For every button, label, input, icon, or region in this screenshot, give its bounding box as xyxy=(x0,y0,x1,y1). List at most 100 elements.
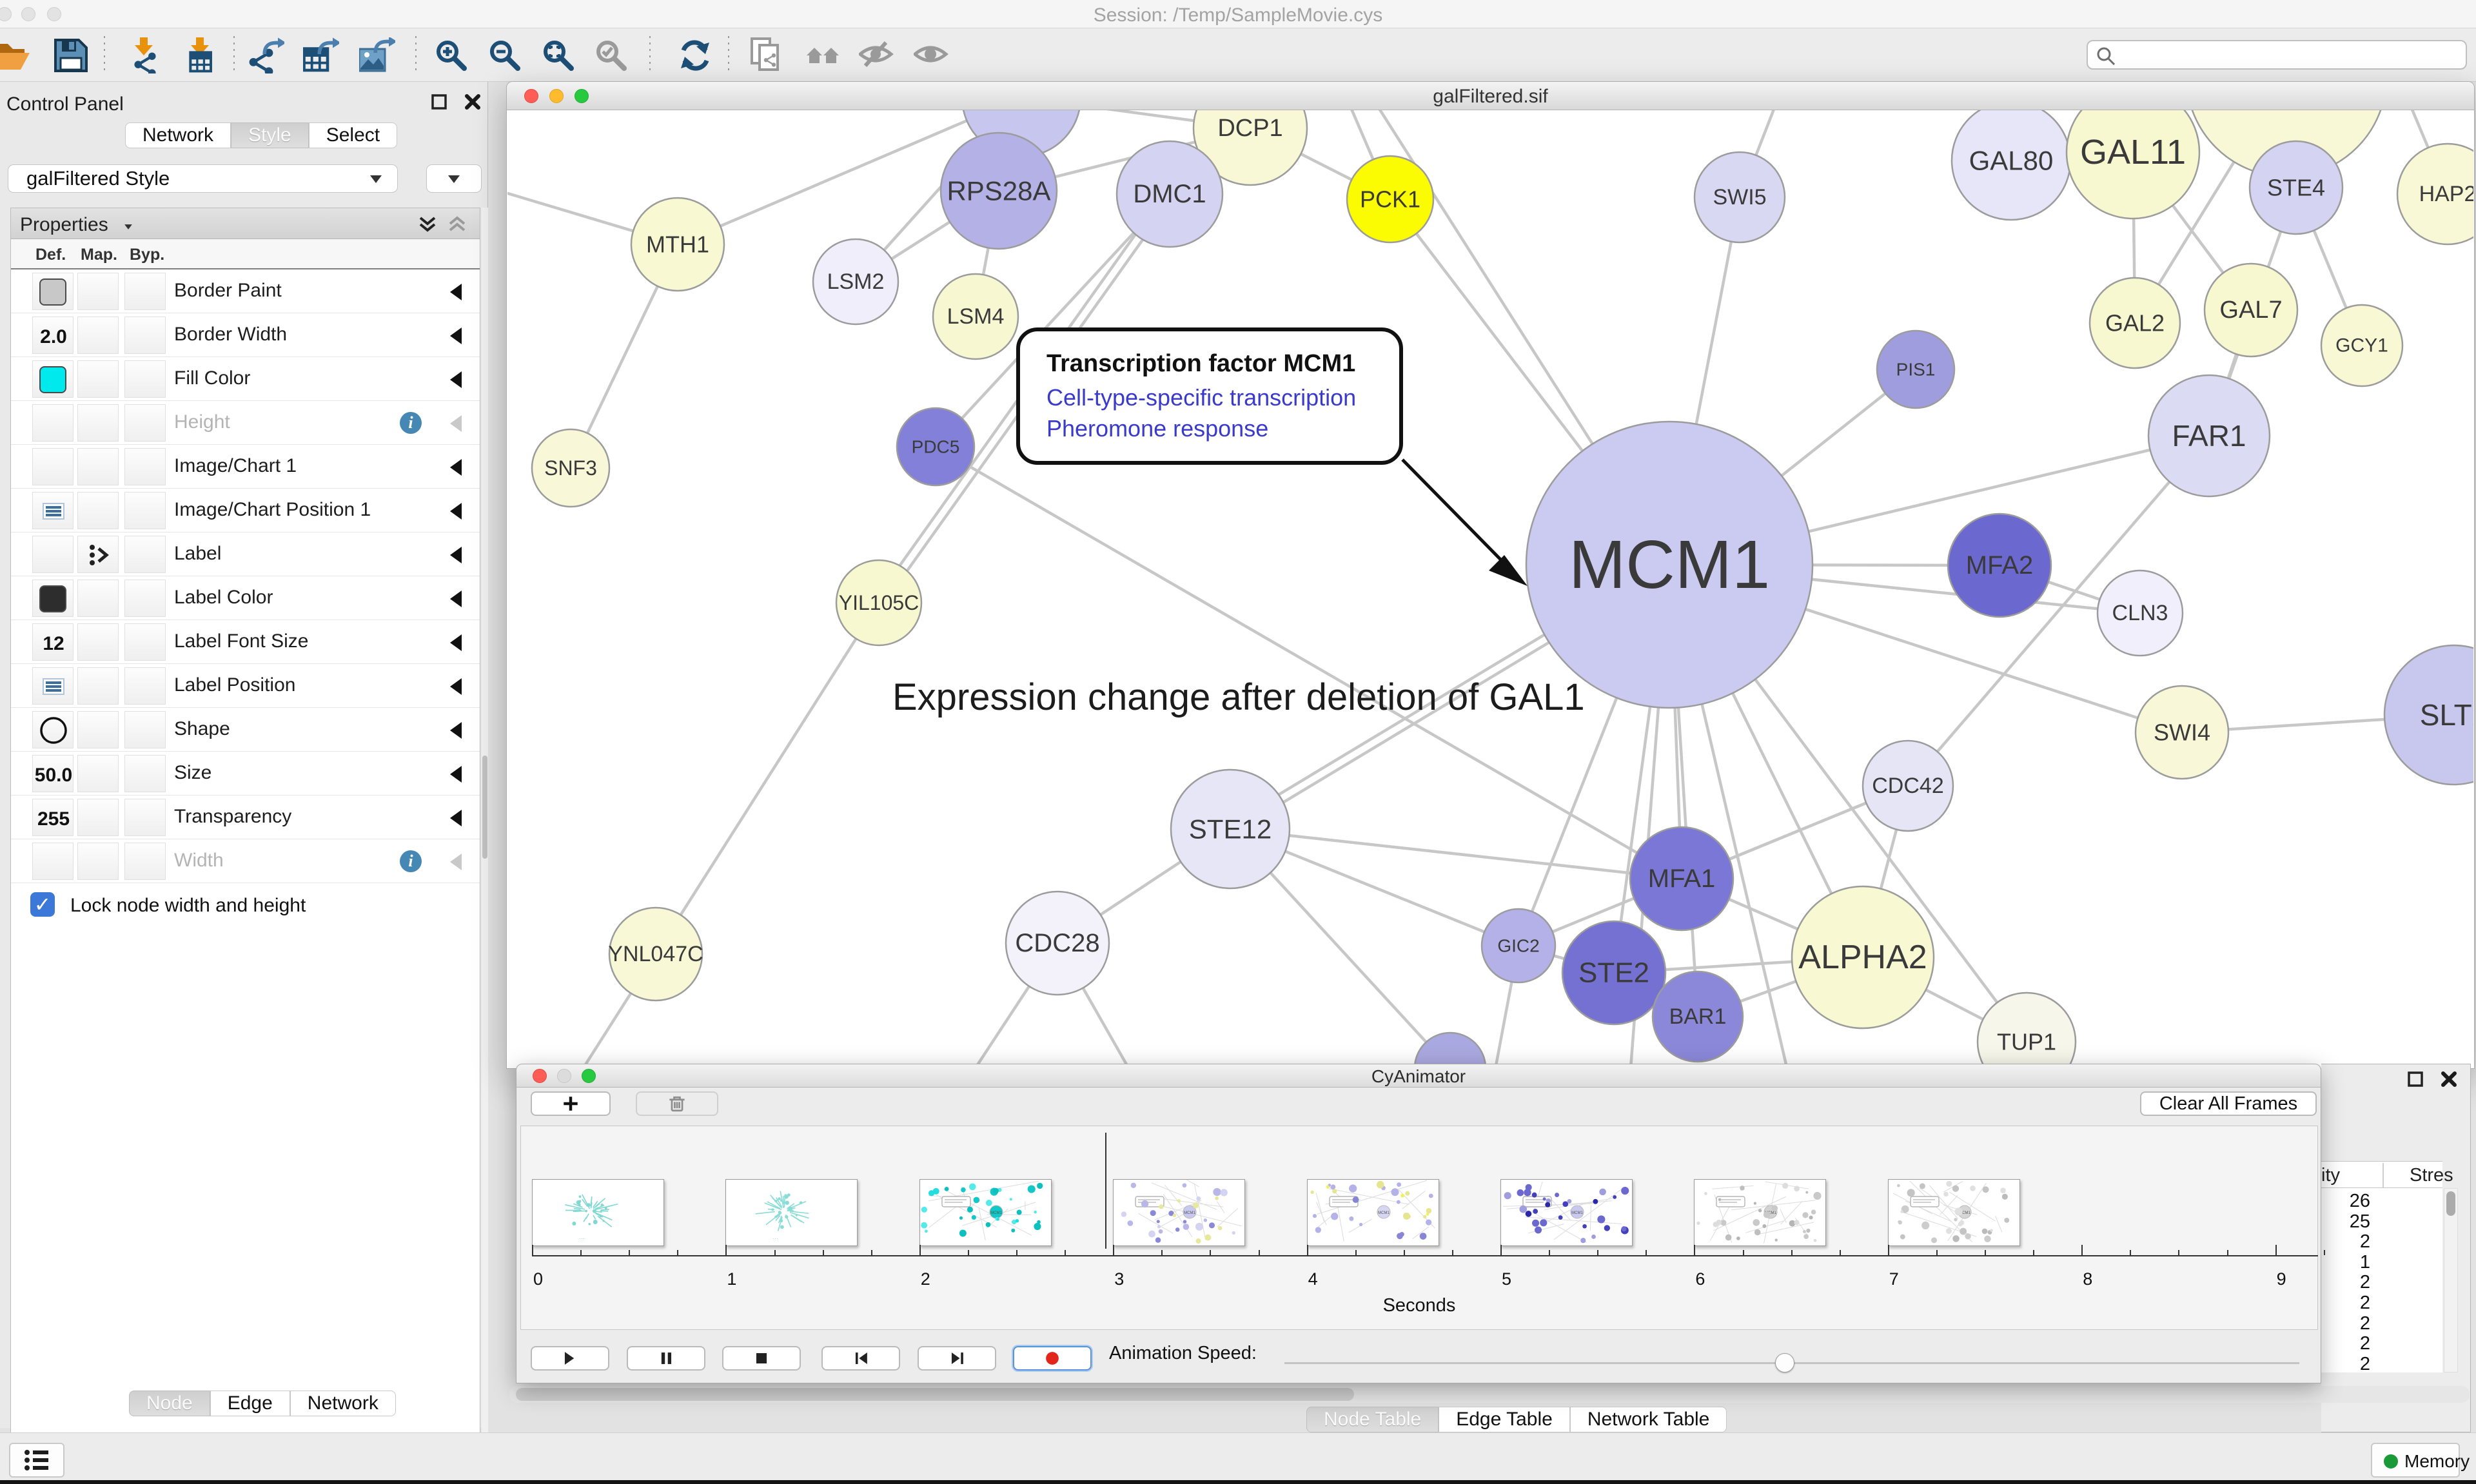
node-STE2[interactable]: STE2 xyxy=(1561,920,1667,1026)
node-MFA1[interactable]: MFA1 xyxy=(1629,826,1734,932)
frame-thumbnail-6[interactable]: MCM1 xyxy=(1694,1179,1827,1246)
expand-all-icon[interactable] xyxy=(417,213,438,239)
collapse-left-icon[interactable] xyxy=(450,722,462,739)
zoom-fit-icon[interactable] xyxy=(540,37,576,73)
node-LSM4[interactable]: LSM4 xyxy=(932,273,1019,360)
node-GCY1[interactable]: GCY1 xyxy=(2320,304,2404,387)
frame-thumbnail-1[interactable]: … xyxy=(725,1179,858,1246)
node-ALPHA2[interactable]: ALPHA2 xyxy=(1791,885,1935,1030)
mapping-cell[interactable] xyxy=(77,799,119,836)
node-MCM1[interactable]: MCM1 xyxy=(1525,420,1814,709)
app-close-button[interactable] xyxy=(0,7,12,21)
frame-thumbnail-7[interactable]: MCM1 xyxy=(1887,1179,2020,1246)
eye-slash-icon[interactable] xyxy=(858,37,895,73)
lock-size-checkbox[interactable]: ✓ xyxy=(30,892,55,917)
cyanimator-zoom-button[interactable] xyxy=(582,1069,596,1083)
collapse-left-icon[interactable] xyxy=(450,547,462,563)
mapping-cell[interactable] xyxy=(77,273,119,310)
collapse-left-icon[interactable] xyxy=(450,327,462,344)
mapping-cell[interactable] xyxy=(77,404,119,442)
import-table-icon[interactable] xyxy=(182,37,218,73)
table-cell-value[interactable]: 2 xyxy=(2359,1272,2370,1293)
frame-thumbnail-3[interactable]: MCM1 xyxy=(1113,1179,1246,1246)
node-RPS28A[interactable]: RPS28A xyxy=(939,132,1058,250)
table-cell-value[interactable]: 2 xyxy=(2359,1353,2370,1374)
mapping-cell[interactable] xyxy=(77,711,119,748)
tab-network-table[interactable]: Network Table xyxy=(1569,1407,1727,1432)
copy-docs-icon[interactable] xyxy=(749,37,785,73)
bypass-cell[interactable] xyxy=(124,317,166,354)
zoom-out-icon[interactable] xyxy=(487,37,523,73)
table-col-ity[interactable]: ity xyxy=(2321,1165,2340,1186)
node-SLT2[interactable]: SLT2 xyxy=(2383,644,2473,786)
network-canvas[interactable]: RPS28BDCP1RPS28ADMC1PCK1MTH1LSM2LSM4SNF3… xyxy=(507,110,2473,1068)
default-value-cell[interactable] xyxy=(32,448,74,485)
node-SWI5[interactable]: SWI5 xyxy=(1693,151,1786,244)
node-HAP2[interactable]: HAP2 xyxy=(2396,142,2473,246)
timeline-playhead[interactable] xyxy=(1105,1133,1107,1249)
frame-thumbnail-0[interactable]: … xyxy=(532,1179,664,1246)
collapse-left-icon[interactable] xyxy=(450,415,462,432)
panel-tab-node[interactable]: Node xyxy=(129,1391,210,1416)
node-CLN3[interactable]: CLN3 xyxy=(2096,569,2184,657)
delete-frame-button[interactable] xyxy=(636,1091,718,1116)
node-TUP1[interactable]: TUP1 xyxy=(1976,991,2077,1068)
mapping-cell[interactable] xyxy=(77,843,119,880)
bypass-cell[interactable] xyxy=(124,711,166,748)
mapping-cell[interactable] xyxy=(77,317,119,354)
table-cell-value[interactable]: 25 xyxy=(2349,1211,2370,1232)
export-image-icon[interactable] xyxy=(358,36,397,73)
node-MFA2[interactable]: MFA2 xyxy=(1947,513,2052,618)
bypass-cell[interactable] xyxy=(124,580,166,617)
skip-back-button[interactable] xyxy=(821,1346,900,1371)
table-panel-float-icon[interactable] xyxy=(2406,1069,2425,1092)
zoom-selected-icon[interactable] xyxy=(593,37,629,73)
frame-thumbnail-5[interactable]: MCM1 xyxy=(1500,1179,1633,1246)
bypass-cell[interactable] xyxy=(124,623,166,661)
skip-forward-button[interactable] xyxy=(918,1346,996,1371)
mapping-cell[interactable] xyxy=(77,448,119,485)
collapse-left-icon[interactable] xyxy=(450,591,462,607)
bypass-cell[interactable] xyxy=(124,755,166,792)
info-icon[interactable]: i xyxy=(400,412,422,434)
mapping-cell[interactable] xyxy=(77,667,119,705)
edge-MTH1-RPS28B[interactable] xyxy=(677,110,1021,246)
default-value-cell[interactable] xyxy=(32,536,74,573)
zoom-in-icon[interactable] xyxy=(433,37,469,73)
node-DCP1[interactable]: DCP1 xyxy=(1192,110,1308,186)
bypass-cell[interactable] xyxy=(124,404,166,442)
frame-thumbnail-2[interactable]: MCM1 xyxy=(919,1179,1052,1246)
tab-edge-table[interactable]: Edge Table xyxy=(1439,1407,1570,1432)
tab-style[interactable]: Style xyxy=(231,122,309,148)
table-col-stress[interactable]: Stres xyxy=(2410,1165,2453,1186)
collapse-left-icon[interactable] xyxy=(450,766,462,783)
cyanimator-minimize-button[interactable] xyxy=(557,1069,571,1083)
frame-thumbnail-4[interactable]: MCM1 xyxy=(1306,1179,1439,1246)
node-STE6C[interactable] xyxy=(1413,1031,1487,1068)
table-cell-value[interactable]: 2 xyxy=(2359,1333,2370,1354)
node-BAR1[interactable]: BAR1 xyxy=(1651,970,1744,1063)
table-cell-value[interactable]: 2 xyxy=(2359,1293,2370,1313)
node-STE4[interactable]: STE4 xyxy=(2248,140,2344,235)
export-table-icon[interactable] xyxy=(302,37,341,73)
cyanimator-titlebar[interactable]: CyAnimator xyxy=(516,1064,2321,1088)
mapping-cell[interactable] xyxy=(77,623,119,661)
default-value-cell[interactable] xyxy=(32,273,74,310)
panel-tab-network[interactable]: Network xyxy=(290,1391,396,1416)
default-value-cell[interactable] xyxy=(32,667,74,705)
collapse-left-icon[interactable] xyxy=(450,634,462,651)
table-horizontal-scrollbar[interactable] xyxy=(509,1386,2470,1403)
edge-PDC5-MFA1[interactable] xyxy=(934,445,1683,880)
property-row-shape[interactable]: Shape xyxy=(11,708,480,752)
bypass-cell[interactable] xyxy=(124,360,166,398)
node-SWI4[interactable]: SWI4 xyxy=(2134,685,2230,780)
network-minimize-button[interactable] xyxy=(549,89,564,103)
app-minimize-button[interactable] xyxy=(21,7,35,21)
collapse-left-icon[interactable] xyxy=(450,854,462,870)
property-row-label-position[interactable]: Label Position xyxy=(11,664,480,708)
edge-YIL105C-YNL047C[interactable] xyxy=(654,601,880,955)
node-GAL7[interactable]: GAL7 xyxy=(2203,262,2299,358)
